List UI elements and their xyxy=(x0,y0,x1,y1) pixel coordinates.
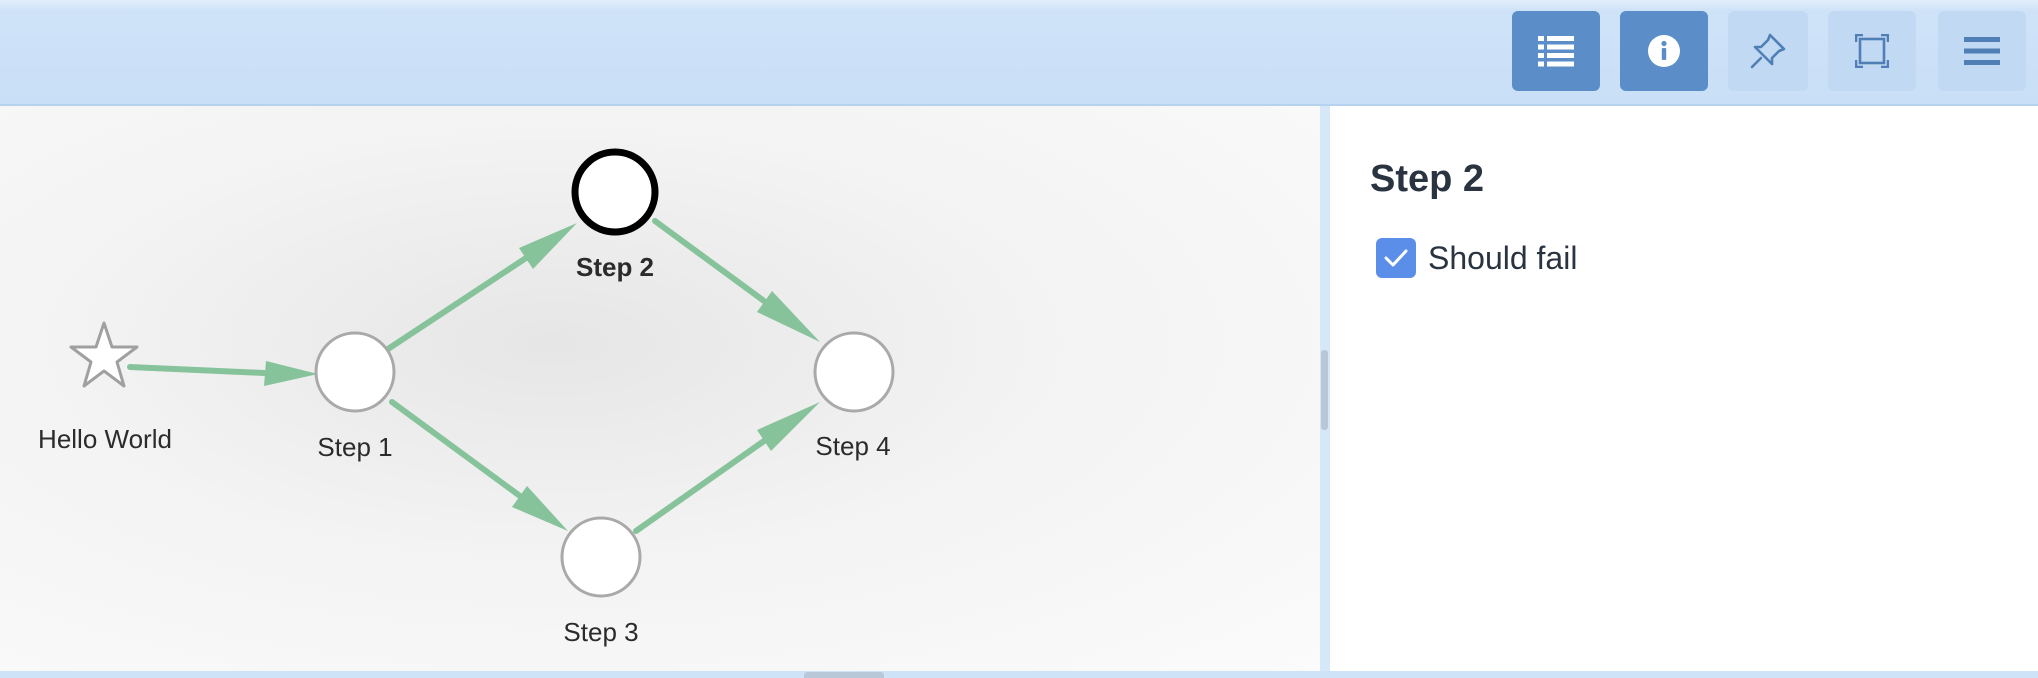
arrowhead xyxy=(264,361,318,386)
arrowhead xyxy=(757,291,820,342)
checkmark-icon xyxy=(1384,249,1408,267)
fit-screen-button[interactable] xyxy=(1828,11,1916,91)
hamburger-menu-icon xyxy=(1964,37,2000,65)
workflow-graph xyxy=(69,148,895,598)
edge-step-3-step-4[interactable] xyxy=(633,438,767,534)
pin-icon xyxy=(1750,33,1786,69)
top-toolbar xyxy=(0,0,2038,106)
horizontal-splitter[interactable] xyxy=(0,671,2038,678)
arrowhead xyxy=(519,223,577,269)
edge-step-1-step-3[interactable] xyxy=(389,399,523,499)
hello-world-label: Hello World xyxy=(38,424,172,454)
should-fail-option[interactable]: Should fail xyxy=(1376,238,1577,278)
step-4-label: Step 4 xyxy=(815,431,891,461)
arrowhead xyxy=(512,486,568,531)
hello-world-star-node[interactable] xyxy=(69,321,139,388)
list-view-button[interactable] xyxy=(1512,11,1600,91)
info-icon xyxy=(1648,35,1680,67)
arrowhead xyxy=(757,402,820,451)
edge-step-2-step-4[interactable] xyxy=(652,218,767,304)
step-1-label: Step 1 xyxy=(317,432,393,462)
should-fail-checkbox[interactable] xyxy=(1376,238,1416,278)
horizontal-splitter-handle[interactable] xyxy=(804,672,884,678)
edge-hello-world-step-1[interactable] xyxy=(127,364,267,376)
list-icon xyxy=(1538,36,1574,67)
step-3-label: Step 3 xyxy=(563,617,639,647)
step-3-node[interactable] xyxy=(560,516,642,598)
workflow-canvas[interactable]: Hello World Step 1 Step 2 Step 3 Step 4 xyxy=(0,106,1320,671)
step-2-node[interactable] xyxy=(571,148,659,236)
info-button[interactable] xyxy=(1620,11,1708,91)
arrowheads xyxy=(264,223,820,531)
step-2-label: Step 2 xyxy=(575,252,655,282)
fit-screen-icon xyxy=(1855,34,1889,68)
edge-step-1-step-2[interactable] xyxy=(385,255,529,352)
should-fail-label: Should fail xyxy=(1428,239,1578,276)
step-1-node[interactable] xyxy=(314,331,396,413)
panel-title: Step 2 xyxy=(1370,158,1485,200)
details-panel: Step 2 Should fail xyxy=(1330,106,2038,671)
step-4-node[interactable] xyxy=(813,331,895,413)
pin-button[interactable] xyxy=(1728,11,1808,91)
menu-button[interactable] xyxy=(1938,11,2026,91)
splitter-handle[interactable] xyxy=(1321,350,1328,430)
edges xyxy=(127,218,767,534)
